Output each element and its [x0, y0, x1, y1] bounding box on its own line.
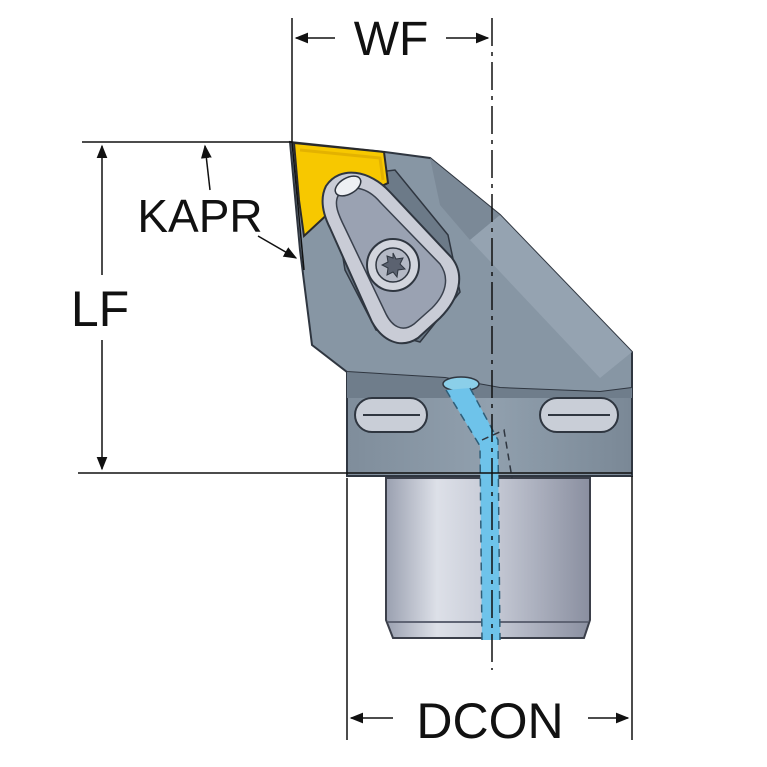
lf-label: LF: [71, 281, 129, 337]
coolant-slot-left: [354, 397, 428, 433]
torx-screw-icon: [366, 238, 420, 292]
wf-label: WF: [354, 13, 429, 66]
wf-dimension: WF: [294, 13, 490, 66]
dcon-dimension: DCON: [349, 693, 630, 749]
lf-dimension: LF: [71, 144, 129, 471]
dcon-label: DCON: [416, 693, 563, 749]
kapr-label: KAPR: [137, 190, 262, 242]
kapr-dimension: KAPR: [137, 141, 305, 271]
extension-lines: [78, 18, 633, 740]
coolant-channel: [442, 376, 513, 641]
coolant-slot-right: [539, 397, 619, 433]
